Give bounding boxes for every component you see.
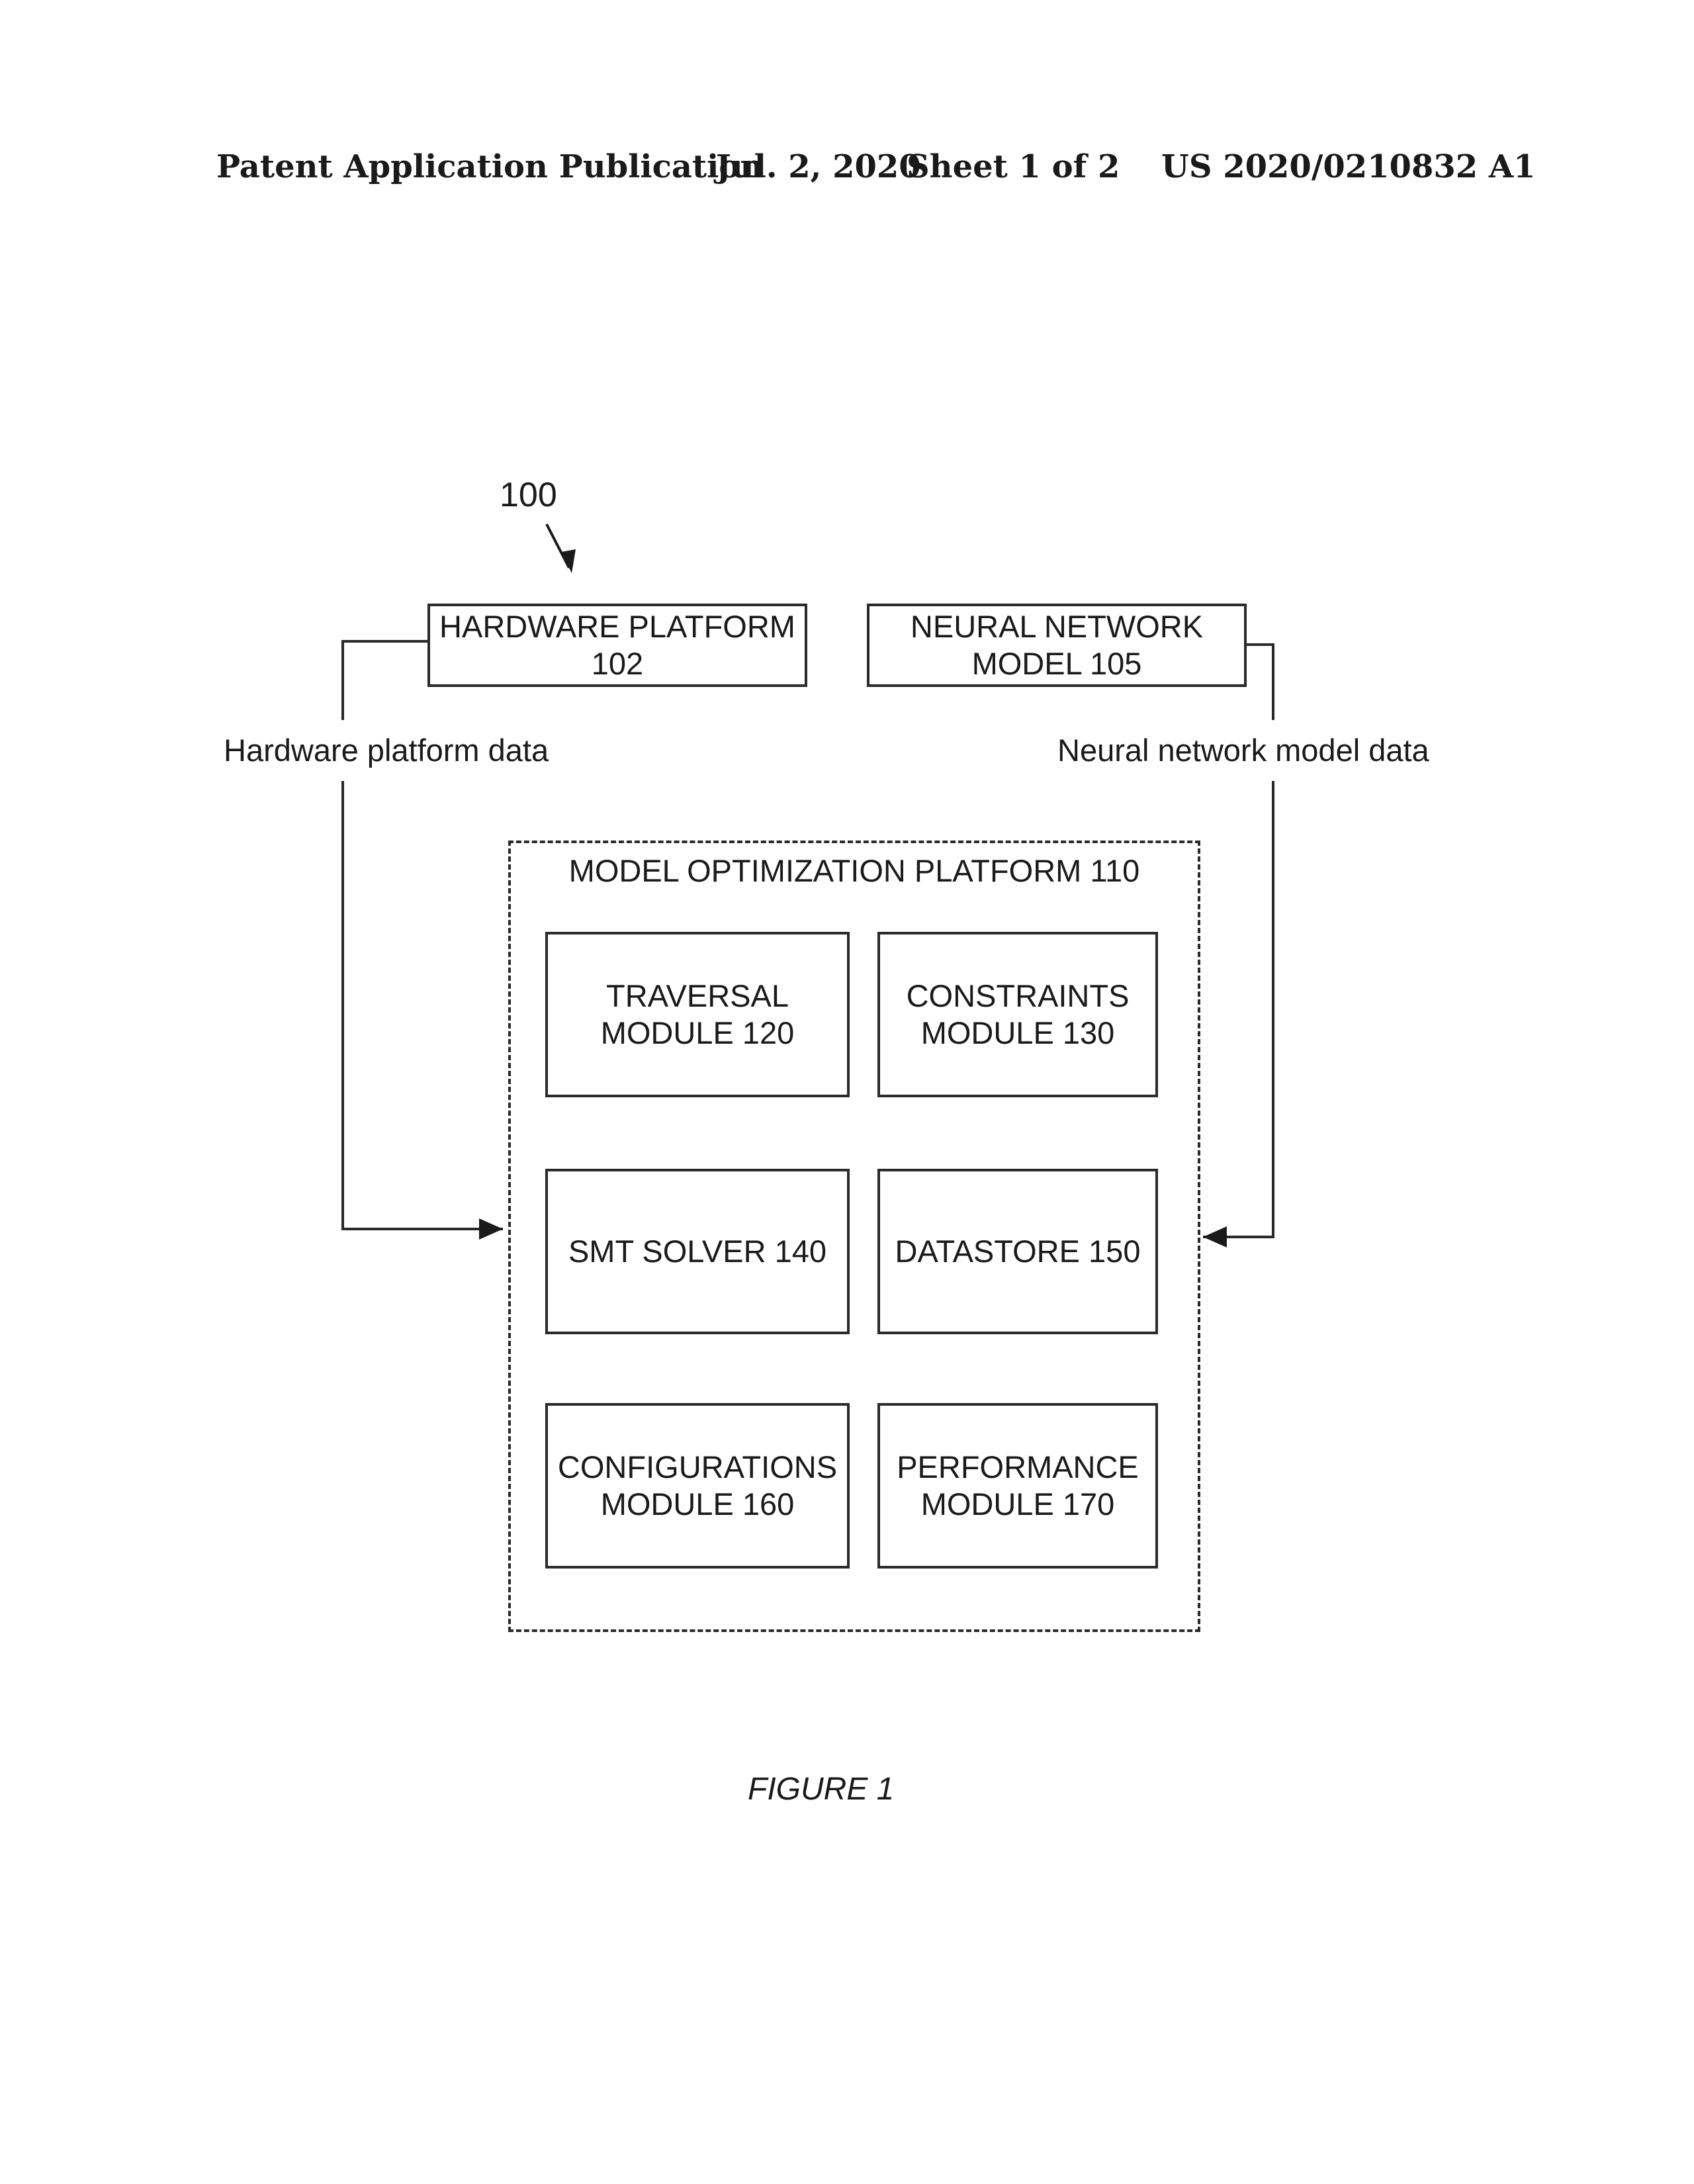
- hardware-platform-data-label: Hardware platform data: [224, 733, 549, 768]
- module-label-line1: PERFORMANCE: [897, 1449, 1139, 1484]
- sheet-number: Sheet 1 of 2: [907, 148, 1120, 185]
- module-label-line2: MODULE 170: [920, 1486, 1115, 1522]
- reference-numeral: 100: [500, 476, 557, 514]
- module-label-line1: CONFIGURATIONS: [557, 1449, 838, 1484]
- hardware-platform-box: HARDWARE PLATFORM 102: [427, 604, 807, 687]
- constraints-module: CONSTRAINTS MODULE 130: [877, 932, 1158, 1097]
- hardware-data-arrow: [341, 781, 503, 1240]
- neural-network-model-data-label: Neural network model data: [1057, 733, 1429, 768]
- hardware-platform-line2: 102: [591, 646, 644, 681]
- module-label-line1: SMT SOLVER 140: [568, 1234, 827, 1269]
- module-label-line1: CONSTRAINTS: [906, 978, 1130, 1013]
- hardware-platform-line1: HARDWARE PLATFORM: [439, 609, 795, 644]
- model-data-line-top: [1245, 643, 1274, 720]
- module-label-line2: MODULE 120: [600, 1015, 795, 1050]
- hardware-data-line-top: [341, 640, 429, 720]
- model-data-arrow: [1203, 781, 1274, 1248]
- neural-network-model-line2: MODEL 105: [971, 646, 1142, 681]
- figure-caption: FIGURE 1: [748, 1772, 895, 1807]
- publication-title: Patent Application Publication: [216, 148, 764, 185]
- module-label-line1: TRAVERSAL: [606, 978, 789, 1013]
- module-label-line2: MODULE 160: [600, 1486, 795, 1522]
- reference-arrowhead: [561, 549, 576, 573]
- publication-date: Jul. 2, 2020: [716, 148, 921, 185]
- configurations-module: CONFIGURATIONS MODULE 160: [545, 1403, 850, 1569]
- neural-network-model-line1: NEURAL NETWORK: [910, 609, 1204, 644]
- traversal-module: TRAVERSAL MODULE 120: [545, 932, 850, 1097]
- module-label-line1: DATASTORE 150: [895, 1234, 1141, 1269]
- patent-number: US 2020/0210832 A1: [1161, 148, 1536, 185]
- neural-network-model-box: NEURAL NETWORK MODEL 105: [867, 604, 1247, 687]
- datastore: DATASTORE 150: [877, 1169, 1158, 1334]
- module-label-line2: MODULE 130: [920, 1015, 1115, 1050]
- reference-arrow: [545, 523, 570, 569]
- platform-title: MODEL OPTIMIZATION PLATFORM 110: [568, 853, 1140, 888]
- performance-module: PERFORMANCE MODULE 170: [877, 1403, 1158, 1569]
- smt-solver: SMT SOLVER 140: [545, 1169, 850, 1334]
